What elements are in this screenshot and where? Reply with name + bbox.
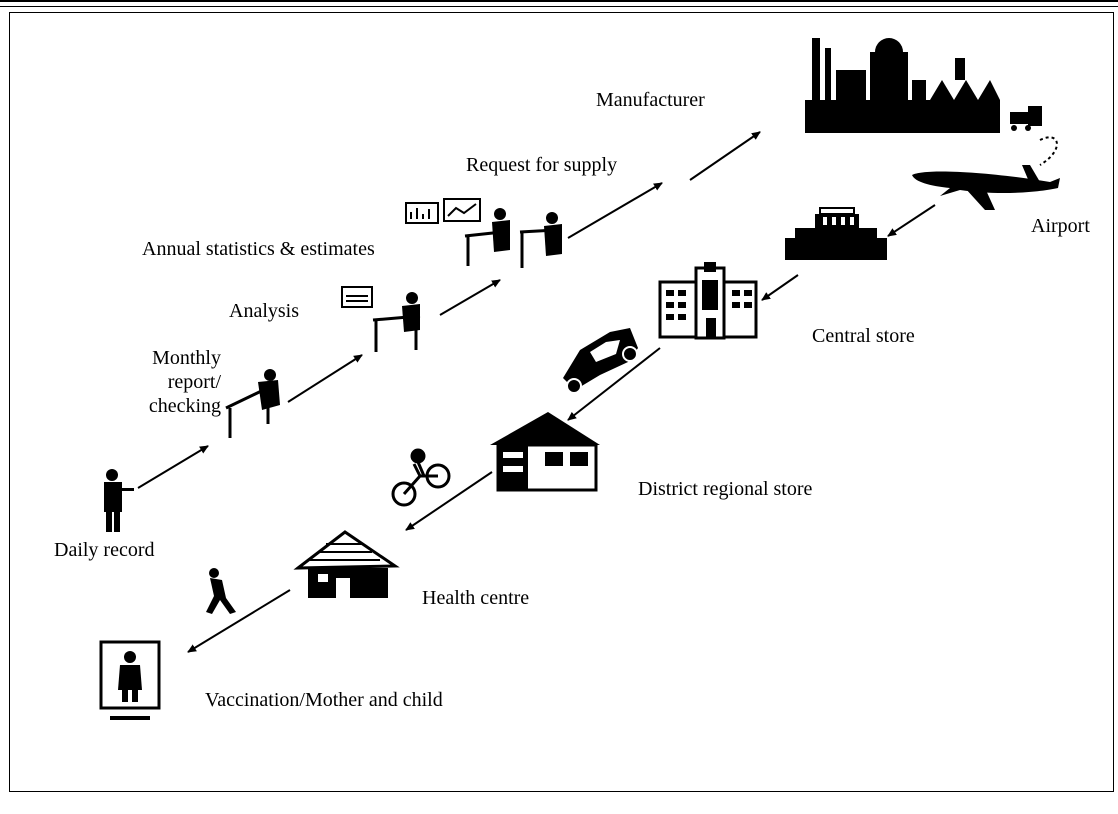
arrow-office-to-district: [567, 347, 661, 421]
arrow-monthly-to-analysis: [287, 354, 363, 403]
information-flow-arrows: [137, 131, 761, 489]
arrow-request-to-manufacturer: [689, 131, 761, 181]
arrow-district-to-health: [405, 471, 493, 531]
central-store-building-icon: [785, 207, 887, 260]
person-with-clipboard-icon: [104, 469, 134, 532]
label-annual-statistics: Annual statistics & estimates: [142, 238, 375, 260]
supply-flow-arrows: [187, 136, 1058, 653]
factory-icon: [805, 38, 1000, 133]
label-monthly-line2: report/: [167, 371, 221, 393]
desk-worker-icon: [464, 208, 562, 268]
label-monthly-line3: checking: [148, 395, 221, 417]
forklift-icon: [1010, 106, 1042, 131]
district-store-house-icon: [490, 412, 600, 492]
bicycle-icon: [391, 448, 451, 507]
arrow-daily-to-monthly: [137, 445, 209, 489]
label-district-regional-store: District regional store: [638, 478, 813, 500]
arrow-central-to-office: [761, 274, 799, 301]
walking-person-icon: [206, 568, 236, 614]
chart-icon: [341, 286, 373, 308]
chart-icon: [405, 202, 439, 224]
label-request-for-supply: Request for supply: [466, 154, 618, 176]
label-monthly-line1: Monthly: [152, 347, 221, 369]
desk-worker-icon: [372, 292, 421, 352]
arrow-annual-to-request: [567, 182, 663, 239]
arrow-airport-to-central: [887, 204, 936, 237]
vaccination-card-icon: [99, 640, 161, 720]
label-central-store: Central store: [812, 325, 915, 347]
health-centre-hut-icon: [293, 530, 400, 598]
label-vaccination: Vaccination/Mother and child: [205, 689, 443, 711]
diagram-frame: [9, 12, 1114, 792]
office-building-icon: [658, 262, 758, 340]
arrow-manufacturer-to-airport: [1039, 136, 1058, 166]
top-rule-thick: [0, 0, 1118, 2]
label-analysis: Analysis: [229, 300, 299, 322]
label-manufacturer: Manufacturer: [596, 89, 705, 111]
label-airport: Airport: [1031, 215, 1090, 237]
arrow-health-to-vaccination: [187, 589, 291, 653]
arrow-analysis-to-annual: [439, 279, 501, 316]
label-monthly: Monthly report/ checking: [115, 346, 221, 418]
car-icon: [563, 328, 638, 394]
label-daily-record: Daily record: [54, 539, 155, 561]
top-rule-thin: [0, 6, 1118, 7]
desk-worker-icon: [225, 369, 280, 438]
chart-icon: [443, 198, 481, 222]
label-health-centre: Health centre: [422, 587, 530, 609]
airplane-icon: [912, 165, 1060, 210]
